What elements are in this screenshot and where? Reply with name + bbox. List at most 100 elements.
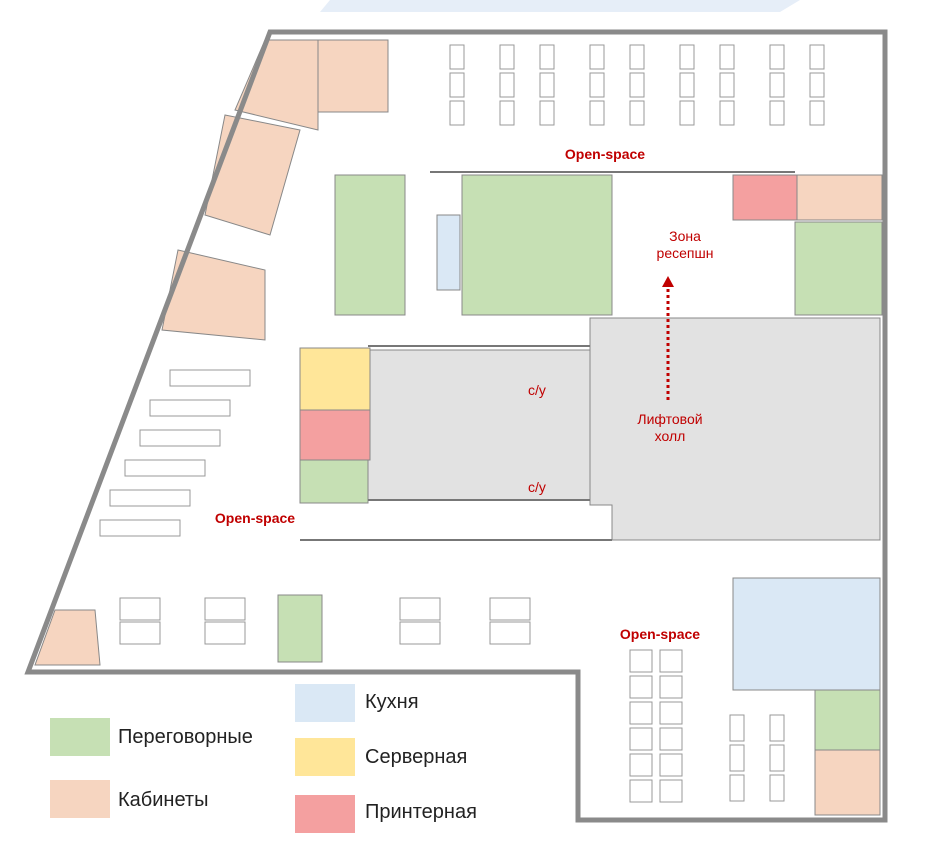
- legend-label-printer: Принтерная: [365, 801, 477, 823]
- desk: [629, 753, 653, 777]
- kitchen: [732, 577, 881, 691]
- desk: [399, 621, 441, 645]
- legend-swatch-meeting: [50, 718, 110, 756]
- desk: [719, 44, 735, 70]
- desk: [729, 744, 745, 772]
- desk: [729, 774, 745, 802]
- desk: [679, 44, 695, 70]
- reception-label-line2: ресепшн: [656, 245, 714, 261]
- reception-label: Зона ресепшн: [640, 228, 730, 262]
- desk: [449, 44, 465, 70]
- desk: [539, 44, 555, 70]
- office: [161, 249, 266, 341]
- meeting-room: [461, 174, 613, 316]
- legend-swatch-server: [295, 738, 355, 776]
- desk: [769, 744, 785, 772]
- open-space-label-top: Open-space: [564, 146, 646, 162]
- desk: [169, 369, 251, 387]
- desk: [629, 727, 653, 751]
- lift-hall-label-line1: Лифтовой: [637, 411, 703, 427]
- printer-room: [732, 174, 798, 221]
- desk: [659, 727, 683, 751]
- desk: [539, 100, 555, 126]
- desk: [589, 100, 605, 126]
- open-space-label-left: Open-space: [214, 510, 296, 526]
- wc-area: [367, 349, 591, 501]
- desk: [124, 459, 206, 477]
- office: [814, 749, 881, 816]
- legend-label-kitchen: Кухня: [365, 691, 419, 713]
- desk: [149, 399, 231, 417]
- desk: [659, 779, 683, 803]
- office: [34, 609, 101, 666]
- desk: [499, 72, 515, 98]
- desk: [109, 489, 191, 507]
- desk: [629, 100, 645, 126]
- desk: [679, 72, 695, 98]
- legend-swatch-printer: [295, 795, 355, 833]
- desk: [139, 429, 221, 447]
- desk: [659, 675, 683, 699]
- meeting-room: [277, 594, 323, 663]
- desk: [769, 100, 785, 126]
- legend-swatch-kitchen: [295, 684, 355, 722]
- office: [796, 174, 883, 221]
- desk: [449, 100, 465, 126]
- desk: [589, 72, 605, 98]
- desk: [679, 100, 695, 126]
- desk: [659, 649, 683, 673]
- desk: [589, 44, 605, 70]
- desk: [629, 649, 653, 673]
- desk: [449, 72, 465, 98]
- office: [204, 114, 301, 236]
- meeting-room: [794, 221, 883, 316]
- desk: [719, 72, 735, 98]
- office: [234, 39, 319, 131]
- desk: [809, 44, 825, 70]
- office: [314, 39, 389, 113]
- desk: [809, 100, 825, 126]
- kitchen: [436, 214, 461, 291]
- desk: [769, 774, 785, 802]
- desk: [809, 72, 825, 98]
- legend-label-offices: Кабинеты: [118, 789, 209, 811]
- printer-room: [299, 409, 371, 461]
- wc-label-bottom: с/у: [528, 479, 546, 495]
- desk: [499, 44, 515, 70]
- desk: [769, 72, 785, 98]
- desk: [629, 675, 653, 699]
- desk: [769, 44, 785, 70]
- title-banner: [320, 0, 800, 12]
- lift-hall-label: Лифтовой холл: [615, 411, 725, 445]
- building-outline: [24, 29, 888, 823]
- reception-label-line1: Зона: [669, 228, 701, 244]
- desk: [99, 519, 181, 537]
- desk: [719, 100, 735, 126]
- desk: [659, 753, 683, 777]
- legend-label-meeting: Переговорные: [118, 726, 253, 748]
- desk: [629, 779, 653, 803]
- meeting-room: [814, 689, 881, 751]
- desk: [659, 701, 683, 725]
- server-room: [299, 347, 371, 411]
- route-arrowhead: [662, 276, 674, 287]
- lift-hall-label-line2: холл: [654, 428, 686, 444]
- desk: [119, 621, 161, 645]
- desk: [629, 701, 653, 725]
- desk: [399, 597, 441, 621]
- desk: [499, 100, 515, 126]
- desk: [729, 714, 745, 742]
- desk: [204, 621, 246, 645]
- desk: [489, 621, 531, 645]
- legend-swatch-offices: [50, 780, 110, 818]
- desk: [629, 72, 645, 98]
- desk: [539, 72, 555, 98]
- desk: [119, 597, 161, 621]
- meeting-room: [334, 174, 406, 316]
- desk: [204, 597, 246, 621]
- desk: [769, 714, 785, 742]
- desk: [629, 44, 645, 70]
- open-space-label-right: Open-space: [619, 626, 701, 642]
